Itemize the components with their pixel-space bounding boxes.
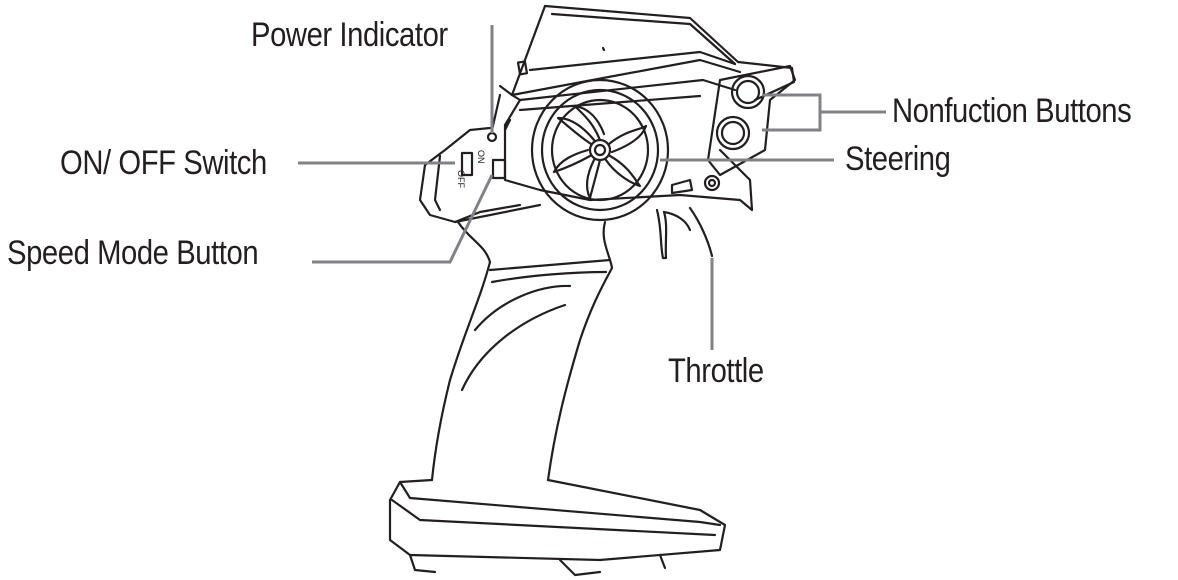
leader-speed-mode-button <box>312 174 494 264</box>
switch-off-mark: OFF <box>456 170 466 188</box>
label-nonfunction-buttons: Nonfuction Buttons <box>892 92 1132 130</box>
label-power-indicator: Power Indicator <box>251 16 448 54</box>
label-on-off-switch: ON/ OFF Switch <box>60 144 267 182</box>
upper-body <box>418 84 754 224</box>
base <box>388 478 727 577</box>
grip <box>430 220 614 482</box>
button-pod <box>706 64 797 177</box>
label-throttle: Throttle <box>668 352 764 390</box>
label-speed-mode-button: Speed Mode Button <box>7 234 259 272</box>
label-steering: Steering <box>845 140 951 178</box>
switch-on-mark: ON <box>476 150 486 164</box>
steering-wheel-drawing <box>530 78 670 222</box>
transmitter-outline <box>388 4 797 577</box>
leader-lines <box>298 25 886 350</box>
throttle-trigger <box>655 206 714 260</box>
top-housing <box>510 4 796 112</box>
